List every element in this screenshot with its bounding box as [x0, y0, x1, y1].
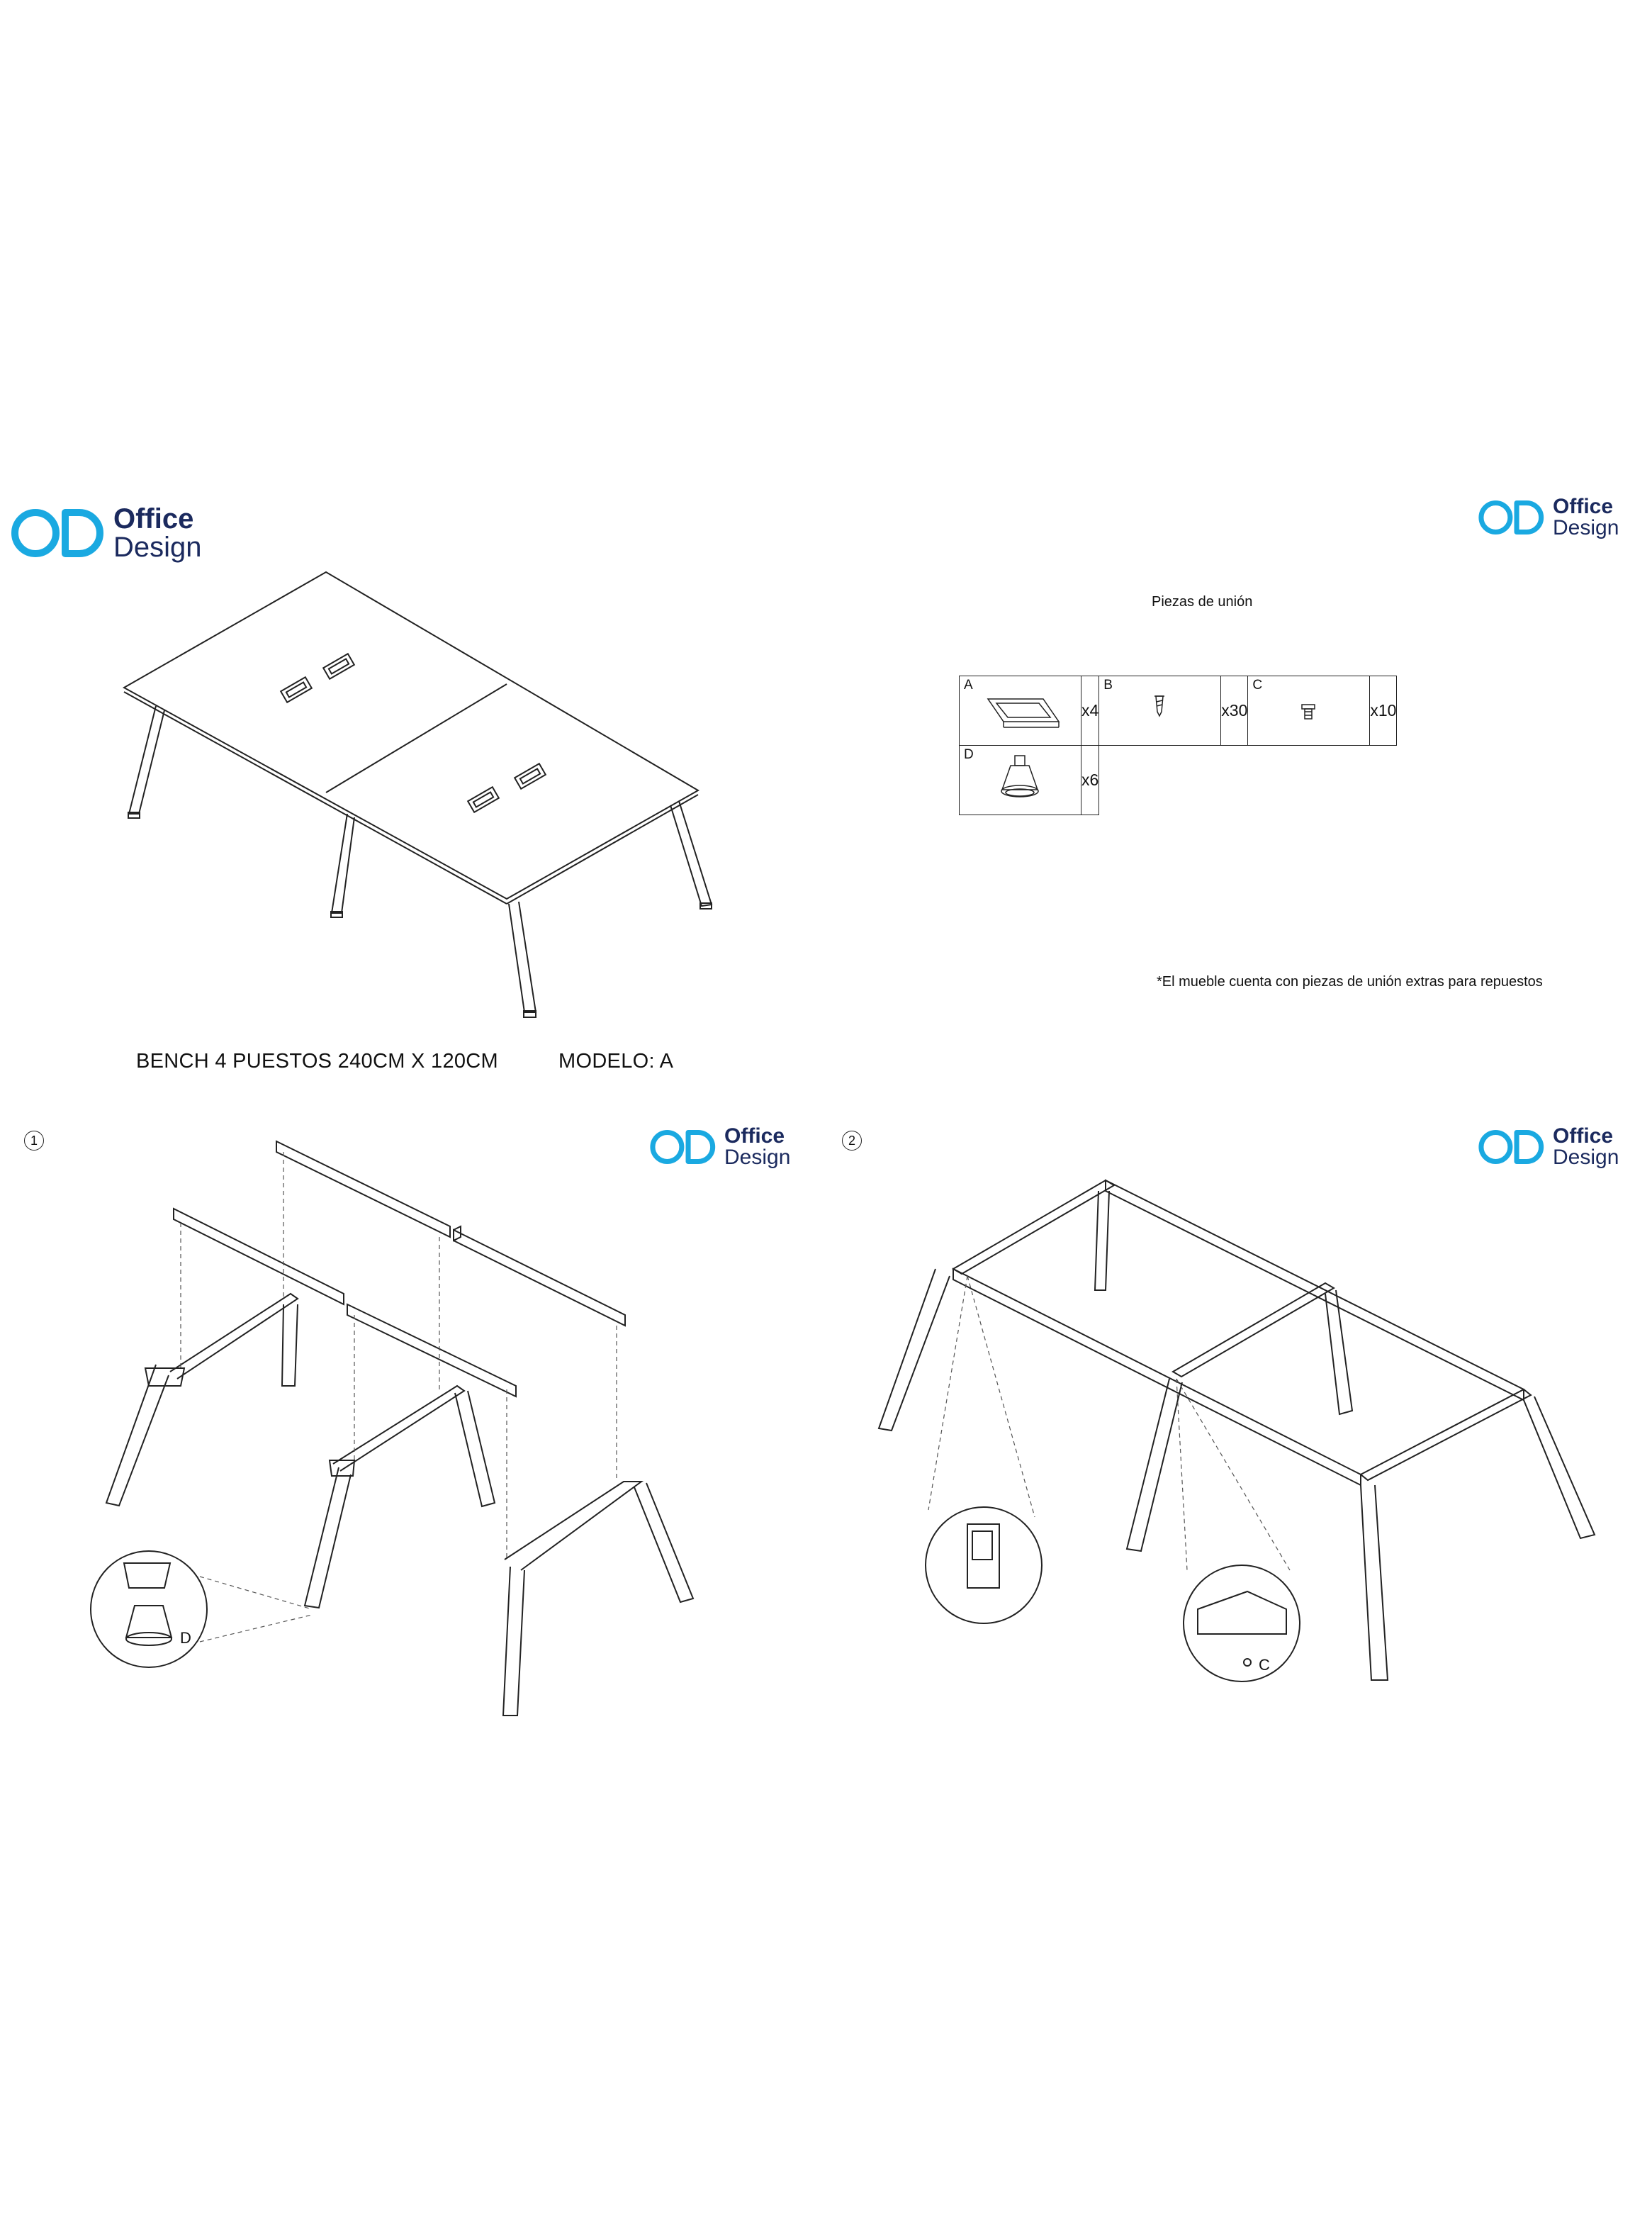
office-design-logo-2: Office Design [1478, 496, 1619, 539]
logo-word-office: Office [724, 1124, 785, 1148]
part-letter: A [964, 678, 973, 693]
od-monogram-icon [1478, 1130, 1544, 1164]
part-d-cell: D [959, 745, 1081, 815]
parts-table: A x4 B [959, 676, 1398, 815]
part-letter: B [1103, 678, 1113, 693]
table-row: D x6 [959, 745, 1397, 815]
callout-label-c: C [1259, 1656, 1270, 1674]
logo-word-design: Design [1553, 1146, 1619, 1169]
od-monogram-icon [650, 1130, 716, 1164]
leveling-foot-icon [1001, 755, 1039, 798]
part-letter: D [964, 747, 974, 762]
od-monogram-icon [1478, 500, 1544, 535]
part-c-qty: x10 [1369, 676, 1398, 746]
parts-title: Piezas de unión [1152, 594, 1253, 610]
part-c-cell: C [1247, 676, 1371, 746]
part-d-qty: x6 [1080, 745, 1100, 815]
part-a-cell: A [959, 676, 1081, 746]
logo-word-office: Office [1553, 495, 1614, 518]
callout-label-d: D [180, 1629, 191, 1647]
part-b-qty: x30 [1220, 676, 1249, 746]
product-caption: BENCH 4 PUESTOS 240CM X 120CM [136, 1050, 499, 1073]
grommet-icon [987, 698, 1060, 728]
logo-word-design: Design [724, 1146, 791, 1169]
spare-parts-note: *El mueble cuenta con piezas de unión ex… [1157, 974, 1543, 990]
step-number-2: 2 [842, 1131, 862, 1151]
grommet-a [279, 652, 547, 814]
logo-word-office: Office [1553, 1124, 1614, 1148]
logo-word-design: Design [1553, 516, 1619, 539]
screw-icon [1154, 695, 1165, 717]
table-row: A x4 B [959, 676, 1398, 746]
office-design-logo: Office Design [10, 505, 202, 561]
logo-word-office: Office [113, 503, 194, 535]
office-design-logo-3: Office Design [649, 1126, 790, 1168]
bolt-icon [1301, 704, 1316, 720]
logo-word-design: Design [113, 532, 202, 563]
step-number-1: 1 [24, 1131, 44, 1151]
office-design-logo-4: Office Design [1478, 1126, 1619, 1168]
model-caption: MODELO: A [558, 1050, 674, 1073]
od-monogram-icon [11, 509, 103, 557]
part-b-cell: B [1098, 676, 1222, 746]
part-letter: C [1252, 678, 1263, 693]
beam-back [276, 1140, 451, 1238]
